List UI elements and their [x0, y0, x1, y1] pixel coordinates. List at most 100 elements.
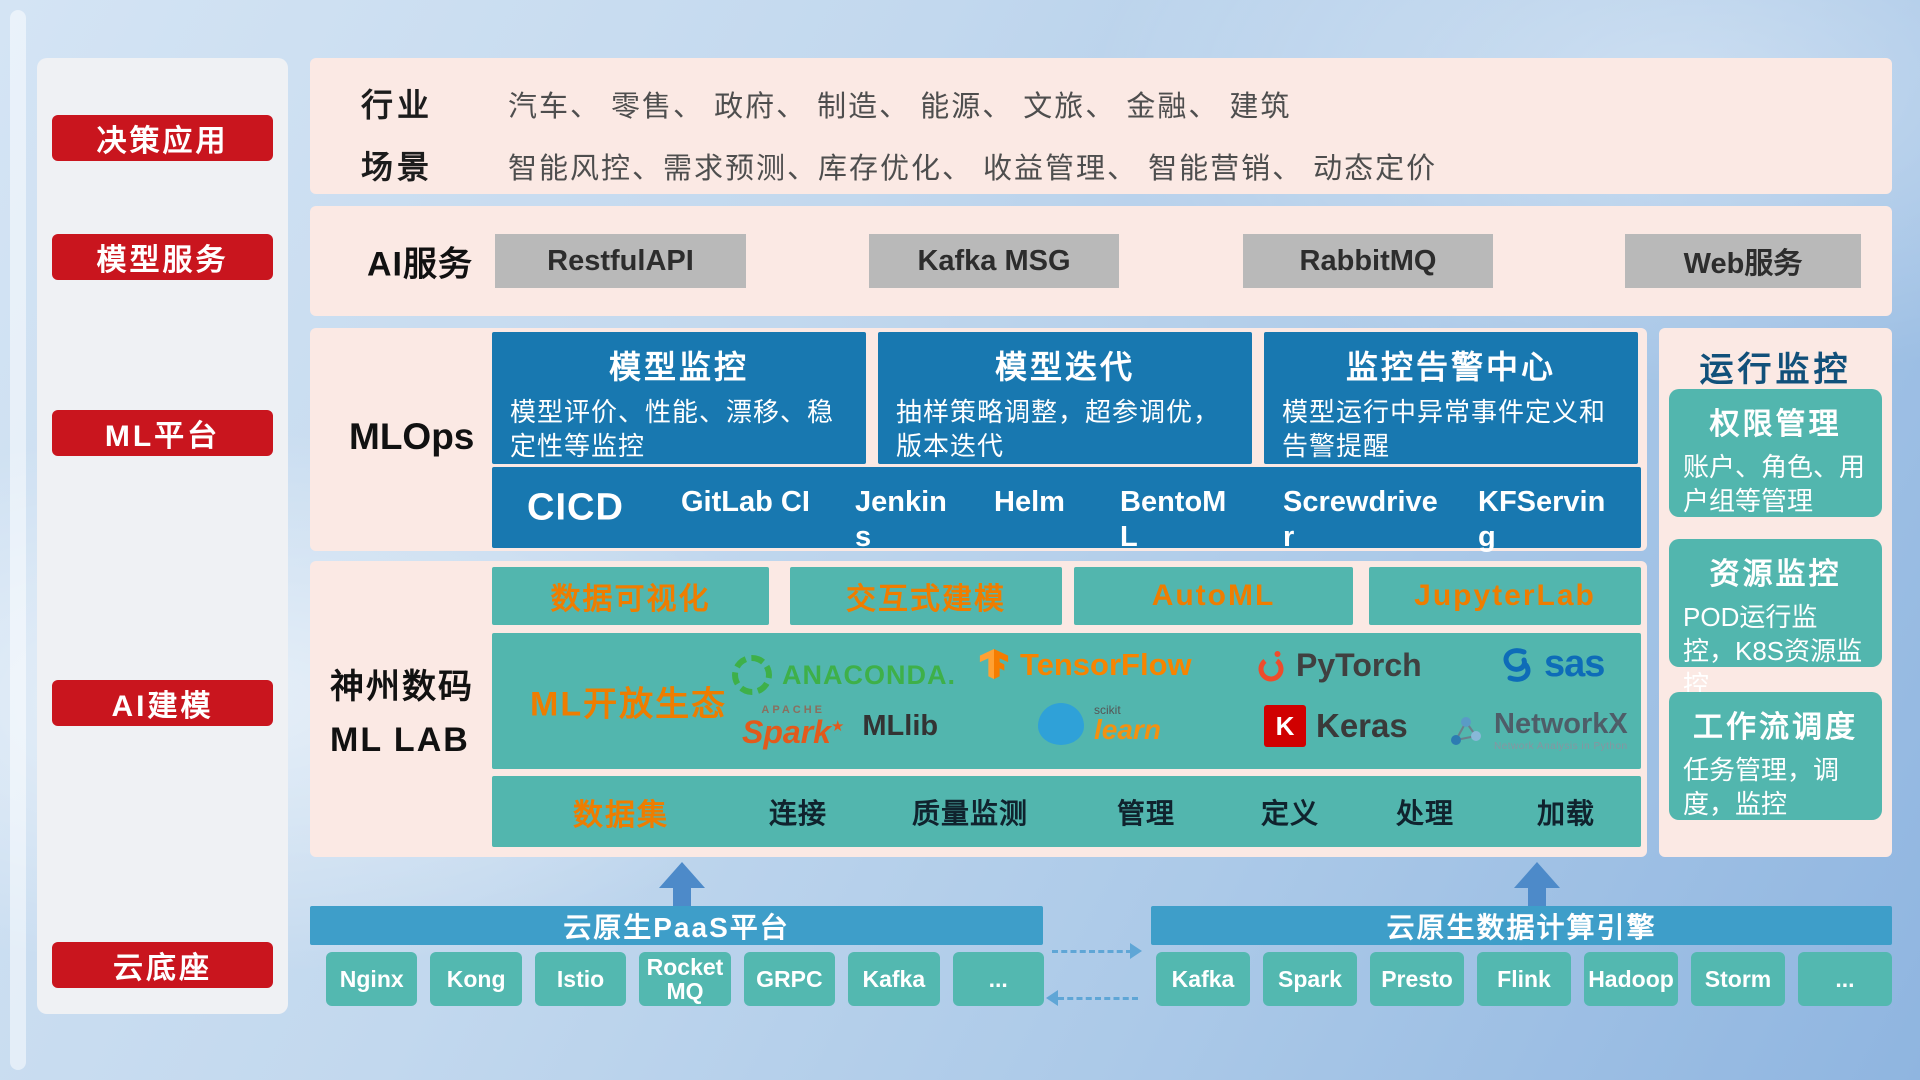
monitoring-card-title: 工作流调度 [1693, 711, 1858, 744]
data-engine-bar: 云原生数据计算引擎 [1151, 906, 1892, 945]
dashed-arrow-left-head-icon [1046, 990, 1058, 1006]
run-monitoring-title: 运行监控 [1699, 351, 1852, 389]
dashed-arrow-left [1058, 997, 1138, 1000]
layer-badge: AI建模 [52, 680, 273, 726]
ai-service-box-label: Web服务 [1683, 248, 1803, 280]
scenario-label: 场景 [361, 149, 434, 185]
paas-component-label: ... [988, 965, 1008, 992]
mlops-panel: MLOps 模型监控 模型评价、性能、漂移、稳定性等监控 模型迭代 抽样策略调整… [310, 328, 1647, 553]
layer-badge-label: AI建模 [111, 690, 214, 723]
mllab-label-line1: 神州数码 [330, 668, 474, 706]
industry-label: 行业 [361, 87, 434, 123]
engine-component-chip: Spark [1263, 952, 1357, 1006]
layer-badge-label: ML平台 [104, 420, 221, 453]
pytorch-wordmark: PyTorch [1296, 647, 1422, 683]
dataset-bar: 数据集 连接 质量监测 管理 定义 处理 加载 [492, 776, 1641, 847]
layer-badge: 决策应用 [52, 115, 273, 161]
mllab-tool-box: AutoML [1074, 567, 1353, 625]
cicd-tool: Helm [994, 486, 1065, 518]
ai-service-box: Kafka MSG [869, 234, 1119, 288]
monitoring-card: 工作流调度 任务管理，调度，监控 [1669, 692, 1882, 820]
mllab-tool-label: 交互式建模 [846, 583, 1006, 616]
up-arrow-icon [1514, 862, 1560, 906]
monitoring-card-title: 权限管理 [1709, 408, 1842, 441]
monitoring-card-desc: 任务管理，调度，监控 [1683, 755, 1840, 819]
engine-component-chip: Flink [1477, 952, 1571, 1006]
engine-component-label: Storm [1704, 965, 1772, 992]
paas-component-label: RocketMQ [646, 953, 724, 1004]
cicd-label: CICD [527, 486, 624, 528]
engine-component-chip: Presto [1370, 952, 1464, 1006]
cicd-tool: BentoML [1120, 486, 1227, 553]
engine-component-chip: Storm [1691, 952, 1785, 1006]
sas-icon [1503, 647, 1531, 682]
ai-service-panel: AI服务 RestfulAPI Kafka MSG RabbitMQ Web服务 [310, 206, 1892, 316]
keras-wordmark: Keras [1316, 707, 1408, 744]
engine-component-label: Spark [1278, 965, 1342, 992]
mllab-tool-box: 交互式建模 [790, 567, 1062, 625]
tensorflow-icon [979, 649, 1009, 680]
mlops-cards: 模型监控 模型评价、性能、漂移、稳定性等监控 模型迭代 抽样策略调整，超参调优，… [492, 332, 1638, 464]
mllab-label: 神州数码 ML LAB [330, 661, 474, 766]
mllib-wordmark: MLlib [862, 710, 939, 742]
keras-icon: K [1264, 705, 1306, 747]
monitoring-card: 权限管理 账户、角色、用户组等管理 [1669, 389, 1882, 517]
monitoring-card-title: 资源监控 [1709, 558, 1842, 591]
mllab-tool-label: JupyterLab [1414, 579, 1596, 612]
ai-service-box-label: RestfulAPI [547, 244, 694, 277]
dataset-function: 定义 [1261, 797, 1320, 829]
mlops-card: 模型监控 模型评价、性能、漂移、稳定性等监控 [492, 332, 866, 464]
engine-component-chip: Hadoop [1584, 952, 1678, 1006]
apache-label: APACHE [761, 704, 826, 716]
layer-badge-label: 模型服务 [96, 244, 229, 277]
mllab-panel: 神州数码 ML LAB 数据可视化 交互式建模 AutoML JupyterLa… [310, 561, 1647, 857]
networkx-logo: NetworkX Network Analysis in Python [1448, 708, 1628, 752]
engine-component-label: Flink [1497, 965, 1551, 992]
tensorflow-logo: TensorFlow [978, 647, 1192, 683]
layer-badge: 模型服务 [52, 234, 273, 280]
scikit-learn-logo: scikit learn [1038, 703, 1161, 745]
monitoring-card: 资源监控 POD运行监控，K8S资源监控 [1669, 539, 1882, 700]
spark-star-icon [831, 714, 844, 750]
spark-wordmark: APACHE Spark [742, 704, 844, 751]
mlops-card-desc: 模型评价、性能、漂移、稳定性等监控 [510, 397, 835, 461]
cicd-tool: GitLab CI [681, 486, 810, 518]
layer-sidebar: 决策应用 模型服务 ML平台 AI建模 云底座 [37, 58, 288, 1014]
cicd-tool: Jenkins [855, 486, 947, 553]
paas-component-label: Nginx [339, 965, 404, 992]
dashed-arrow-right [1052, 950, 1132, 953]
pytorch-logo: PyTorch [1256, 647, 1422, 684]
mllab-tool-label: 数据可视化 [550, 583, 711, 616]
paas-component-label: Kafka [862, 965, 926, 992]
paas-component-chip: Kong [430, 952, 522, 1006]
ml-ecosystem-label: ML开放生态 [530, 685, 728, 724]
dataset-function: 连接 [769, 797, 828, 829]
engine-component-chip: ... [1798, 952, 1892, 1006]
dataset-label: 数据集 [573, 798, 669, 832]
ai-service-box: RestfulAPI [495, 234, 746, 288]
keras-logo: K Keras [1264, 705, 1408, 747]
data-engine-components: Kafka Spark Presto Flink Hadoop Storm [1156, 952, 1892, 1006]
scikit-learn-icon [1038, 703, 1084, 745]
networkx-wordmark: NetworkX [1494, 708, 1628, 740]
layer-badge-label: 决策应用 [96, 125, 229, 158]
engine-component-label: Kafka [1171, 965, 1235, 992]
mlops-label: MLOps [349, 416, 475, 457]
layer-badge: ML平台 [52, 410, 273, 456]
paas-components: Nginx Kong Istio RocketMQ GRPC Kafka . [326, 952, 1044, 1006]
paas-component-chip: Kafka [848, 952, 940, 1006]
ai-service-box: RabbitMQ [1243, 234, 1493, 288]
paas-platform-title: 云原生PaaS平台 [563, 911, 790, 943]
mlops-card-desc: 模型运行中异常事件定义和告警提醒 [1282, 397, 1607, 461]
industry-scenario-panel: 行业 汽车、 零售、 政府、 制造、 能源、 文旅、 金融、 建筑 场景 智能风… [310, 58, 1892, 194]
spark-mllib-logo: APACHE Spark MLlib [742, 704, 939, 751]
anaconda-logo: ANACONDA. [732, 655, 956, 695]
mlops-card-title: 监控告警中心 [1345, 349, 1556, 385]
tensorflow-wordmark: TensorFlow [1020, 647, 1192, 682]
mlops-card-desc: 抽样策略调整，超参调优，版本迭代 [896, 397, 1221, 461]
ai-service-box-label: Kafka MSG [917, 244, 1071, 277]
mlops-card: 模型迭代 抽样策略调整，超参调优，版本迭代 [878, 332, 1252, 464]
mlops-card-title: 模型迭代 [994, 349, 1135, 385]
engine-component-chip: Kafka [1156, 952, 1250, 1006]
